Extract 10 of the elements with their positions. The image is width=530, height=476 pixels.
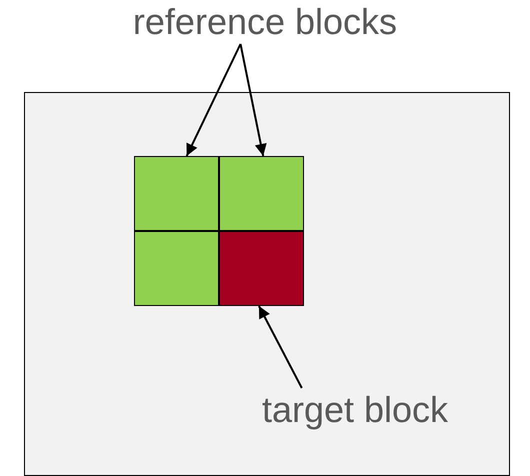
- callout-label: reference blocks: [90, 0, 440, 44]
- leader-line: [258, 306, 303, 388]
- leader-line: [186, 44, 242, 156]
- leader-line: [240, 44, 267, 156]
- reference-block: [134, 156, 219, 231]
- callout-label: target block: [215, 388, 495, 432]
- frame-panel: [24, 92, 510, 476]
- target-block: [219, 231, 304, 306]
- reference-block: [134, 231, 219, 306]
- reference-block: [219, 156, 304, 231]
